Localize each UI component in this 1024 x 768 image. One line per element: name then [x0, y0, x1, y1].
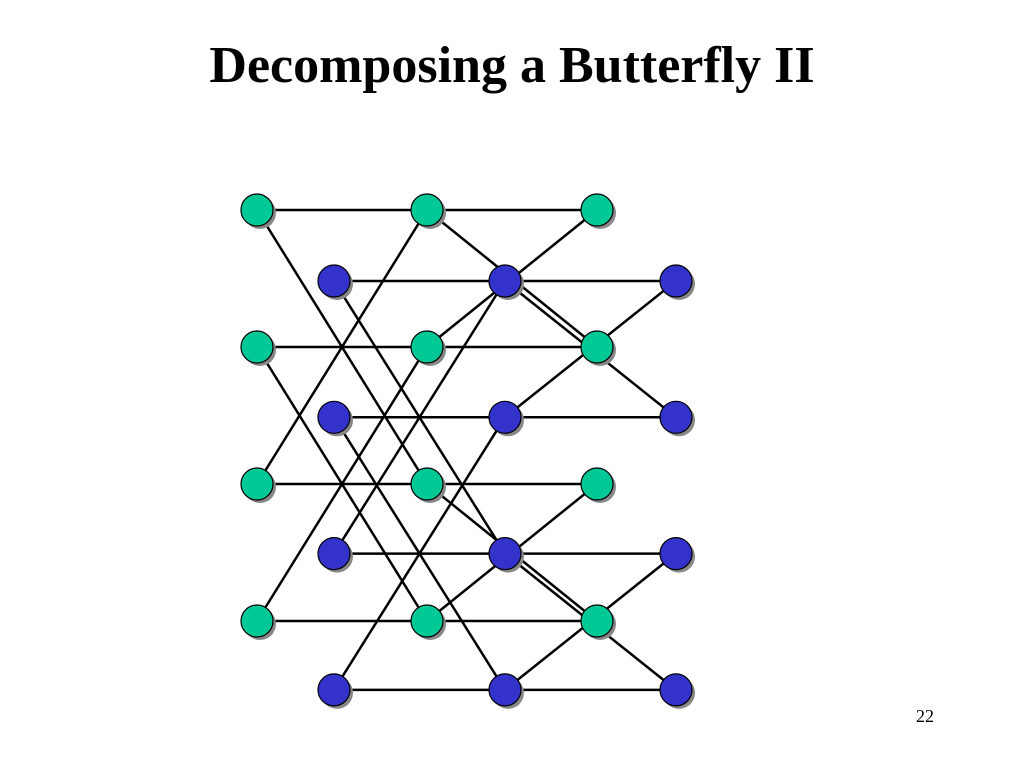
blue-node [488, 400, 522, 434]
page-number: 22 [916, 706, 934, 726]
green-node [240, 330, 274, 364]
blue-node [659, 536, 693, 571]
green-edge [255, 346, 429, 622]
blue-edge [332, 416, 507, 691]
blue-node [488, 264, 522, 298]
green-node [240, 193, 274, 227]
blue-node [317, 673, 351, 707]
green-node [410, 604, 444, 638]
green-node [240, 604, 274, 638]
blue-node [317, 264, 351, 298]
green-node [240, 467, 274, 501]
blue-edge [332, 280, 507, 555]
green-node [580, 193, 614, 227]
green-edge [255, 209, 429, 485]
blue-node [488, 673, 522, 707]
blue-node [659, 400, 693, 434]
blue-node [659, 673, 693, 707]
blue-node [488, 536, 522, 571]
slide-title: Decomposing a Butterfly II [209, 37, 815, 94]
green-node [410, 193, 444, 227]
green-node [410, 330, 444, 364]
green-node [580, 467, 614, 501]
green-node [580, 604, 614, 638]
green-node [410, 467, 444, 501]
blue-node [317, 536, 351, 571]
blue-node [317, 400, 351, 434]
blue-node [659, 264, 693, 298]
green-node [580, 330, 614, 364]
nodes-layer [240, 193, 695, 709]
